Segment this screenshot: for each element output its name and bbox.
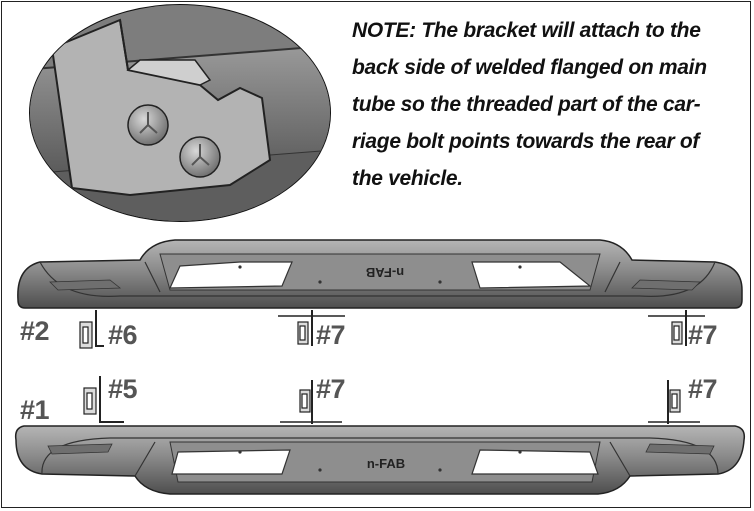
label-bracket-6: #6 [108,320,138,350]
note-line-2: back side of welded flanged on main [352,56,707,79]
installation-note: NOTE: The bracket will attach to the bac… [352,12,747,197]
bracket-bottom-7-mid [280,380,342,424]
note-line-1: NOTE: The bracket will attach to the [352,19,701,42]
zoom-detail [29,4,331,222]
bracket-bottom-5 [83,376,124,423]
step-bar-top [17,239,743,309]
note-line-3: tube so the threaded part of the car- [352,93,701,116]
bracket-top-7-right [648,310,705,346]
note-line-5: the vehicle. [352,167,463,190]
label-bracket-7-bottom-mid: #7 [316,374,346,404]
label-bracket-5: #5 [108,374,138,404]
label-bracket-7-top-right: #7 [688,320,718,350]
label-step-1: #1 [20,395,50,425]
logo-bottom: n-FAB [367,456,405,471]
bracket-top-6 [79,310,104,349]
bracket-top-7-mid [278,310,345,346]
logo-top: n-FAB [366,265,404,280]
label-step-2: #2 [20,316,50,346]
bracket-bottom-7-right [648,380,700,424]
label-bracket-7-bottom-right: #7 [688,374,718,404]
note-line-4: riage bolt points towards the rear of [352,130,700,153]
step-bar-bottom [14,425,746,495]
label-bracket-7-top-mid: #7 [316,320,346,350]
